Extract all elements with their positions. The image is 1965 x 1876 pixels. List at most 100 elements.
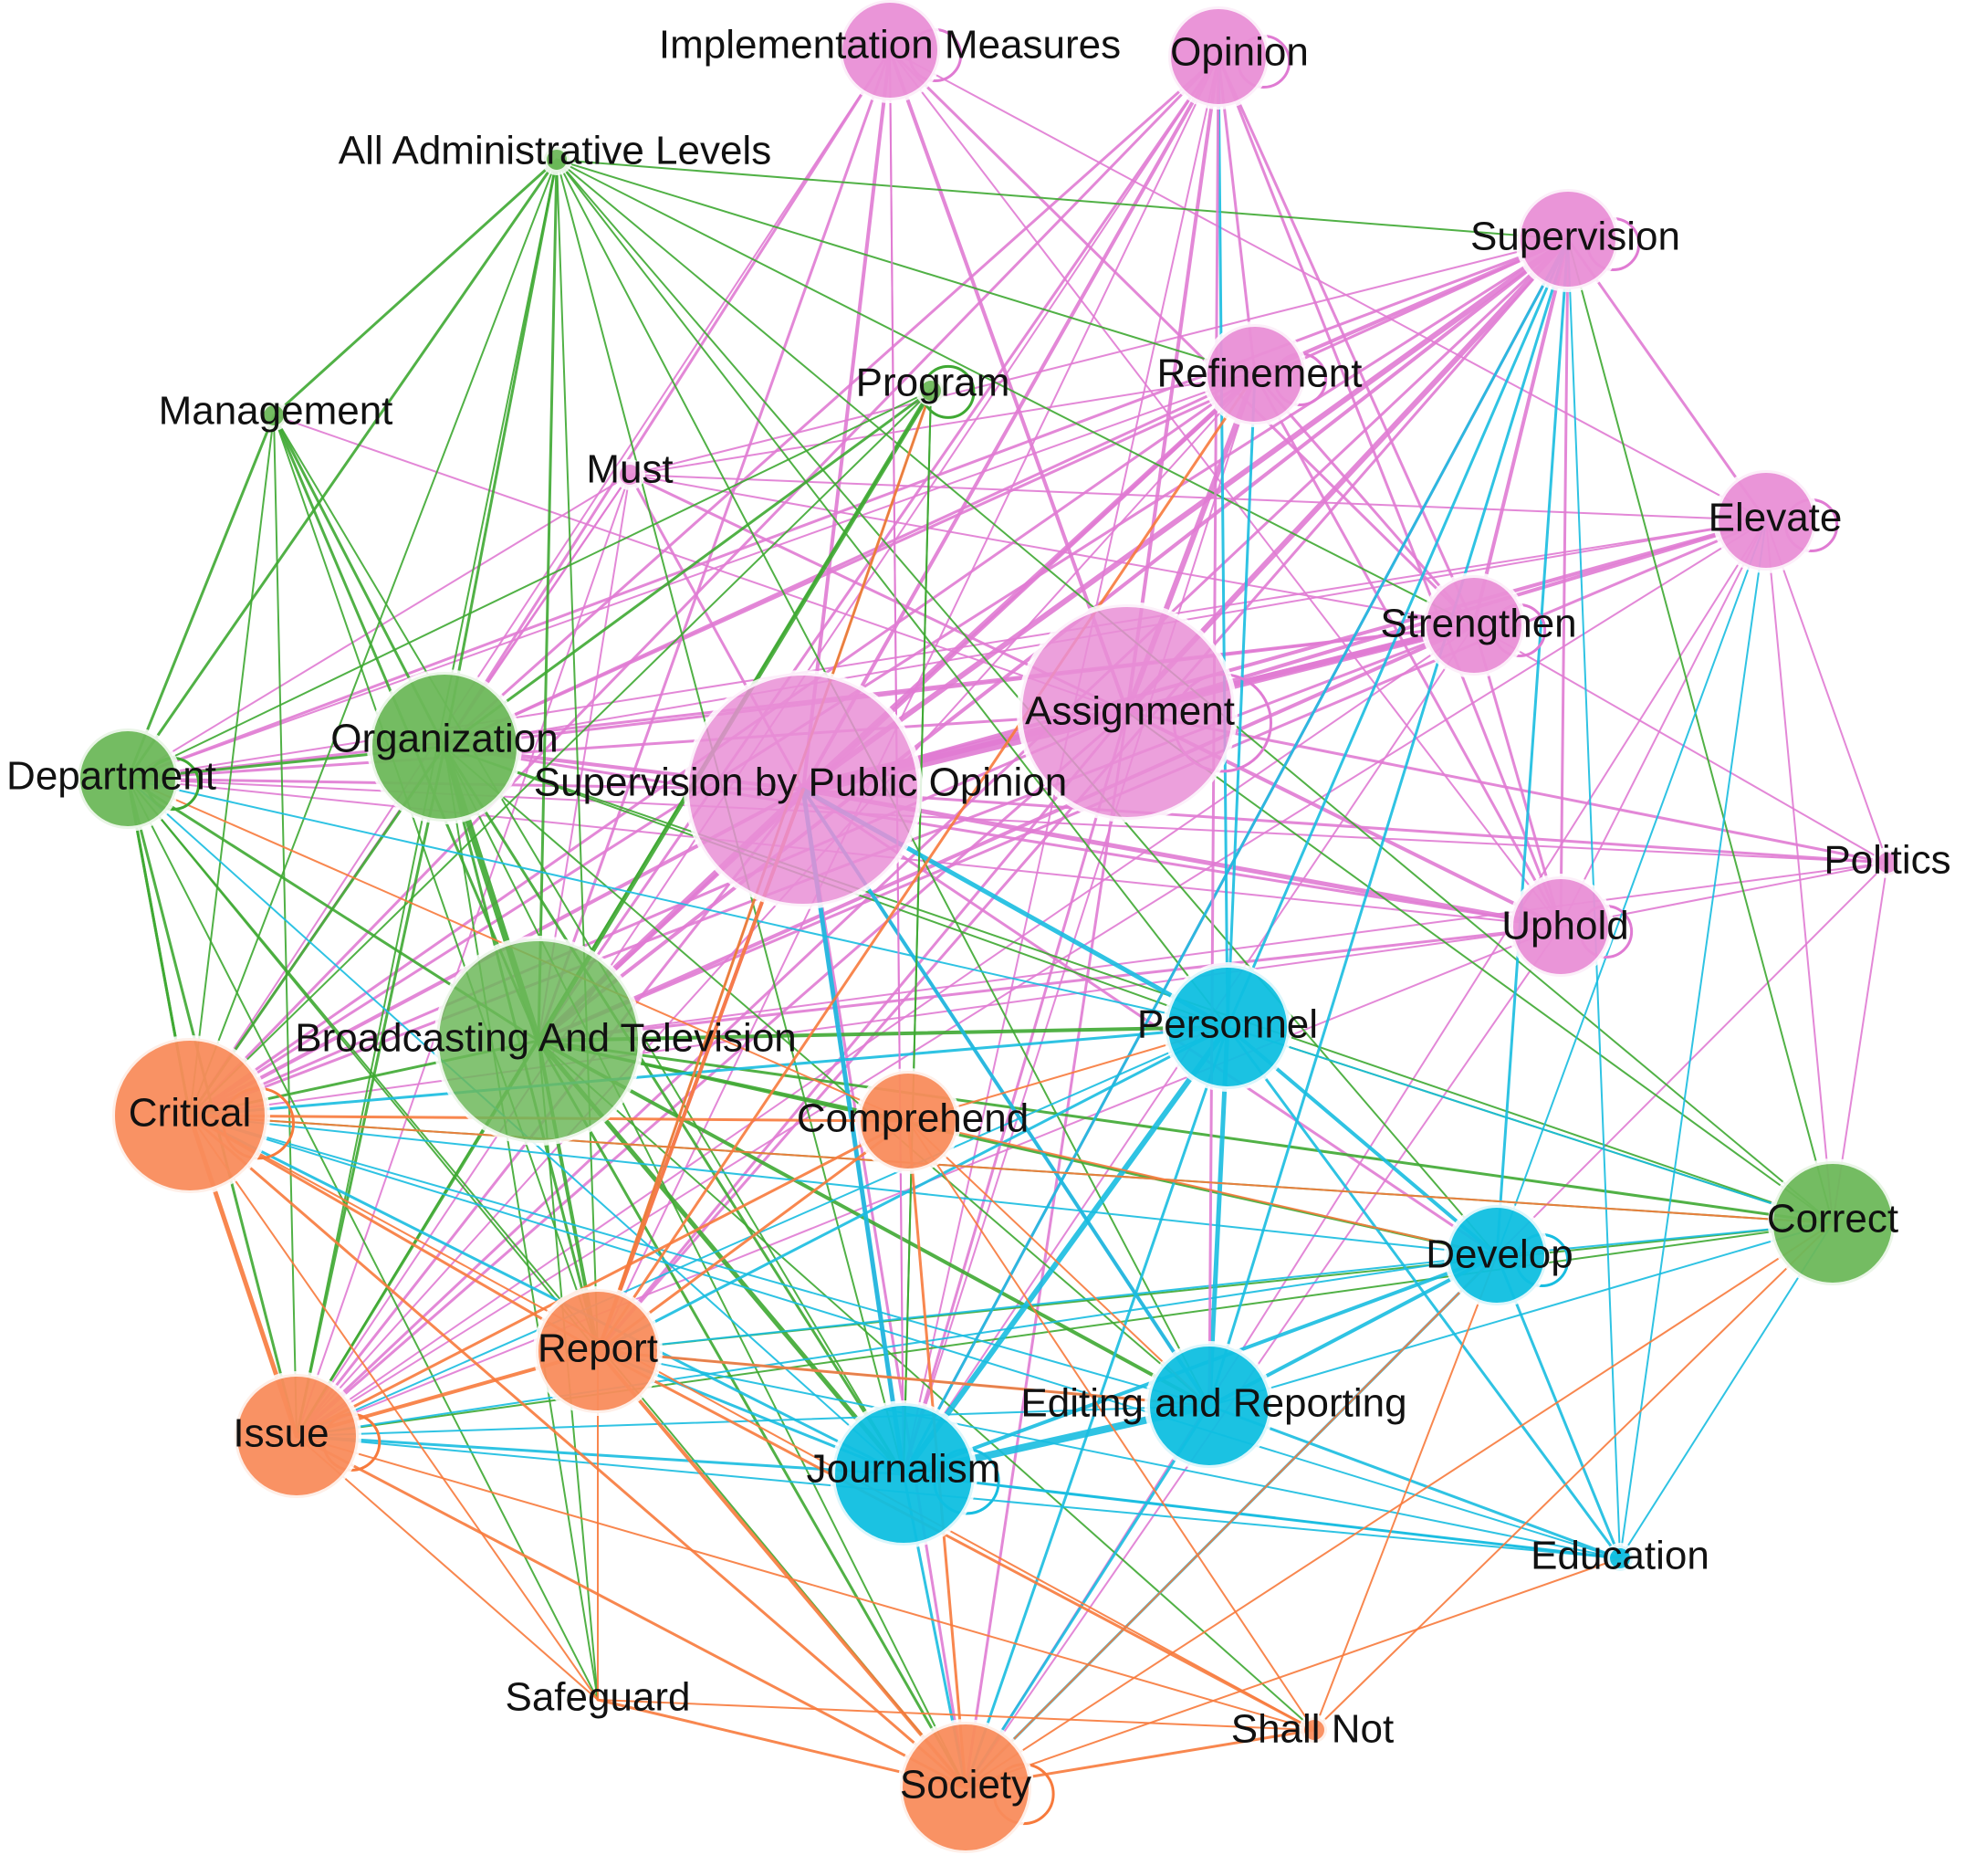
edge-management-issue: [273, 414, 298, 1437]
node-editing[interactable]: [1145, 1341, 1274, 1471]
edge-develop-critical: [189, 1115, 1498, 1256]
node-critical[interactable]: [110, 1035, 270, 1196]
edge-personnel-society: [964, 1025, 1229, 1789]
edge-department-safeguard: [127, 778, 599, 1701]
node-program[interactable]: [915, 375, 946, 406]
edge-program-department: [127, 390, 932, 780]
node-must[interactable]: [614, 459, 645, 490]
node-broadcasting[interactable]: [434, 936, 643, 1146]
edge-program-critical: [189, 390, 932, 1116]
node-elevate[interactable]: [1713, 467, 1819, 573]
node-report[interactable]: [533, 1286, 663, 1416]
node-opinion[interactable]: [1165, 4, 1271, 110]
edge-editing-issue: [296, 1405, 1210, 1437]
edge-refinement-journalism: [903, 373, 1256, 1475]
edge-admin_levels-strengthen: [556, 159, 1475, 626]
edge-correct-supervision: [1567, 238, 1834, 1224]
edge-supervision-strengthen: [1472, 237, 1570, 627]
edge-spo-elevate: [801, 519, 1768, 791]
node-label-journalism: Journalism: [807, 1447, 1001, 1492]
node-society[interactable]: [897, 1719, 1034, 1856]
edge-strengthen-broadcasting: [537, 624, 1476, 1043]
node-management[interactable]: [258, 400, 289, 431]
node-label-elevate: Elevate: [1709, 496, 1843, 540]
edge-management-report: [273, 414, 599, 1352]
edge-report-shallnot: [596, 1349, 1316, 1732]
edge-organization-issue: [295, 745, 446, 1438]
edge-admin_levels-organization: [443, 158, 559, 749]
edge-develop-supervision: [1495, 237, 1570, 1257]
edge-must-refinement: [629, 373, 1256, 476]
node-spo[interactable]: [684, 670, 923, 909]
node-label-correct: Correct: [1767, 1197, 1898, 1242]
node-supervision[interactable]: [1515, 186, 1621, 292]
edge-develop-report: [597, 1254, 1498, 1352]
edge-journalism-issue: [295, 1434, 905, 1476]
node-label-management: Management: [159, 389, 393, 434]
edge-elevate-uphold: [1560, 519, 1767, 928]
edge-implementation-uphold: [889, 49, 1562, 928]
edge-develop-elevate: [1496, 519, 1767, 1256]
edge-broadcasting-personnel: [537, 1025, 1229, 1043]
edge-education-critical: [189, 1115, 1621, 1559]
edge-report-editing: [596, 1349, 1211, 1408]
edge-refinement-organization: [443, 372, 1257, 749]
node-politics[interactable]: [1872, 847, 1903, 878]
node-label-refinement: Refinement: [1156, 351, 1362, 396]
edge-develop-education: [1495, 1253, 1622, 1560]
node-journalism[interactable]: [830, 1400, 977, 1548]
node-label-critical: Critical: [129, 1091, 251, 1136]
node-label-comprehend: Comprehend: [797, 1096, 1029, 1141]
nodes-layer: [75, 0, 1903, 1856]
edge-supervision-elevate: [1566, 237, 1768, 522]
node-label-issue: Issue: [233, 1411, 329, 1456]
edge-spo-uphold: [800, 787, 1563, 929]
edge-education-report: [597, 1350, 1621, 1559]
edge-education-correct: [1619, 1222, 1834, 1559]
node-label-organization: Organization: [330, 717, 558, 761]
edge-strengthen-politics: [1473, 624, 1888, 864]
edge-spo-opinion: [801, 55, 1220, 791]
node-assignment[interactable]: [1017, 602, 1238, 823]
node-correct[interactable]: [1768, 1158, 1897, 1288]
node-label-program: Program: [856, 361, 1010, 405]
edge-uphold-politics: [1560, 862, 1888, 928]
node-label-supervision: Supervision: [1470, 215, 1680, 259]
edge-must-issue: [296, 474, 631, 1437]
node-label-society: Society: [900, 1763, 1031, 1808]
edge-personnel-supervision: [1226, 237, 1570, 1029]
node-department[interactable]: [75, 726, 181, 832]
node-implementation[interactable]: [837, 0, 943, 103]
node-personnel[interactable]: [1163, 962, 1292, 1092]
edge-journalism-supervision: [902, 237, 1570, 1476]
edge-admin_levels-personnel: [556, 159, 1228, 1028]
edge-opinion-strengthen: [1217, 55, 1476, 627]
node-education[interactable]: [1604, 1543, 1636, 1574]
node-strengthen[interactable]: [1421, 572, 1527, 678]
edge-personnel-department: [127, 778, 1228, 1028]
node-label-personnel: Personnel: [1137, 1002, 1318, 1047]
edge-shallnot-develop: [1313, 1254, 1498, 1731]
node-refinement[interactable]: [1202, 321, 1308, 427]
node-label-department: Department: [6, 754, 216, 799]
node-organization[interactable]: [367, 669, 522, 824]
edge-journalism-critical: [188, 1114, 905, 1476]
edge-implementation-broadcasting: [537, 48, 892, 1043]
node-label-spo: Supervision by Public Opinion: [534, 760, 1068, 805]
node-label-politics: Politics: [1824, 838, 1950, 883]
edge-uphold-broadcasting: [537, 925, 1563, 1043]
edge-admin_levels-critical: [189, 159, 558, 1116]
node-label-safeguard: Safeguard: [505, 1675, 690, 1720]
edge-society-correct: [965, 1222, 1834, 1788]
node-comprehend[interactable]: [855, 1068, 961, 1174]
edge-admin_levels-supervision: [556, 159, 1569, 240]
edge-elevate-politics: [1765, 519, 1888, 864]
node-admin_levels[interactable]: [541, 144, 572, 175]
node-label-report: Report: [538, 1326, 658, 1371]
node-uphold[interactable]: [1508, 874, 1614, 980]
node-shallnot[interactable]: [1299, 1714, 1330, 1745]
edge-editing-society: [964, 1404, 1211, 1789]
node-issue[interactable]: [232, 1371, 361, 1501]
node-develop[interactable]: [1444, 1202, 1550, 1308]
edge-opinion-uphold: [1217, 55, 1563, 928]
